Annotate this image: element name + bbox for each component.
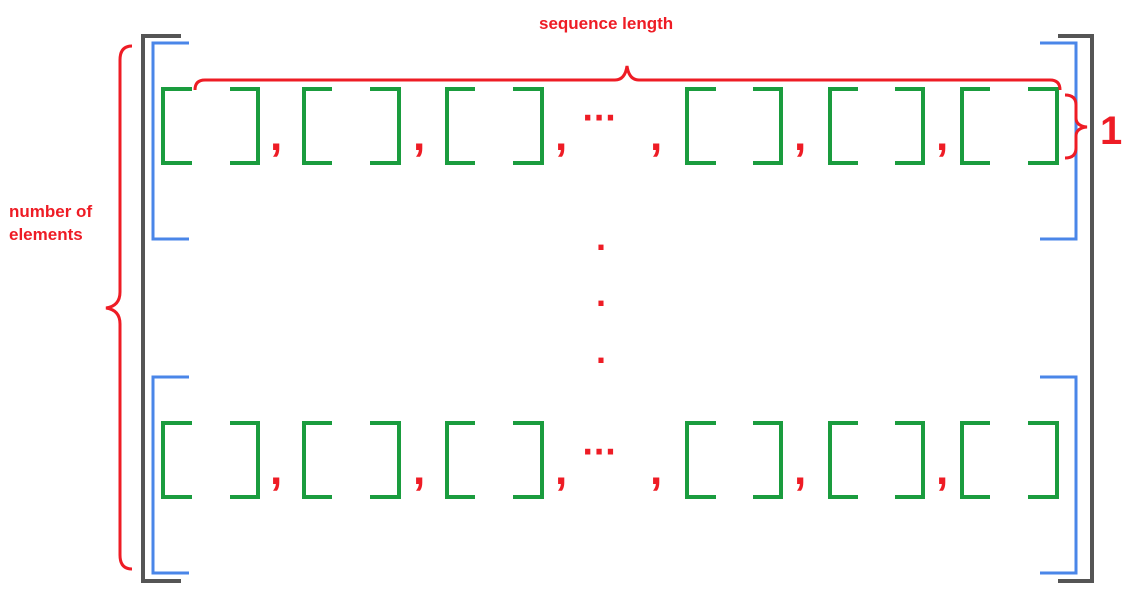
element-box [445, 87, 544, 165]
row-bottom-right-bracket [1040, 375, 1078, 575]
outer-left-bracket [141, 34, 181, 583]
row-bottom-separators: , , , , , , [270, 445, 948, 494]
comma: , [936, 445, 948, 494]
sequence-length-brace [193, 65, 1062, 91]
number-of-elements-brace [105, 44, 133, 571]
element-box [960, 421, 1059, 499]
element-box [960, 87, 1059, 165]
number-of-elements-label: number of elements [9, 202, 93, 244]
depth-one-label: 1 [1100, 109, 1123, 153]
element-box [161, 87, 260, 165]
comma: , [650, 111, 662, 160]
comma: , [413, 445, 425, 494]
row-top-left-bracket [151, 41, 189, 241]
element-box [685, 421, 783, 499]
row-top-elements [161, 87, 1059, 165]
sequence-length-label: sequence length [539, 14, 674, 33]
element-box [828, 421, 925, 499]
vertical-ellipsis: . . . [596, 217, 606, 371]
comma: , [270, 445, 282, 494]
element-box [302, 87, 401, 165]
comma: , [413, 111, 425, 160]
element-box [828, 87, 925, 165]
vertical-dot: . [596, 330, 606, 371]
comma: , [794, 111, 806, 160]
element-box [685, 87, 783, 165]
vertical-dot: . [596, 217, 606, 258]
row-top-separators: , , , , , , [270, 111, 948, 160]
element-box [445, 421, 544, 499]
row-bottom-ellipsis: ··· [582, 435, 616, 470]
row-top-ellipsis: ··· [582, 101, 616, 136]
comma: , [794, 445, 806, 494]
outer-right-bracket [1058, 34, 1094, 583]
comma: , [936, 111, 948, 160]
row-bottom-left-bracket [151, 375, 189, 575]
depth-brace [1064, 93, 1088, 160]
row-bottom-elements [161, 421, 1059, 499]
element-box [302, 421, 401, 499]
comma: , [555, 445, 567, 494]
vertical-dot: . [596, 273, 606, 314]
comma: , [650, 445, 662, 494]
element-box [161, 421, 260, 499]
comma: , [555, 111, 567, 160]
comma: , [270, 111, 282, 160]
